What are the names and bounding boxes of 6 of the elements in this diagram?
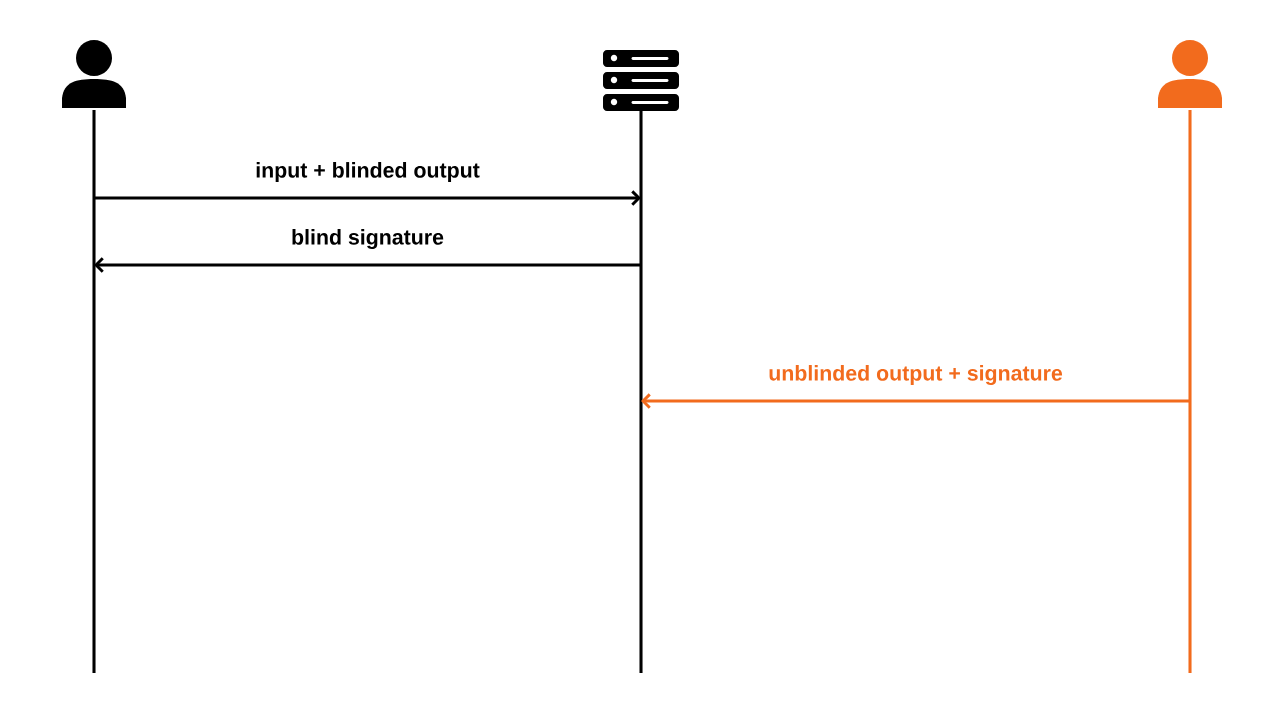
edge-label: input + blinded output xyxy=(256,162,480,182)
arrow xyxy=(94,257,641,273)
arrow xyxy=(641,393,1190,409)
edge-label: unblinded output + signature xyxy=(769,365,1063,385)
edge-label: blind signature xyxy=(292,229,444,249)
arrow xyxy=(94,190,641,206)
